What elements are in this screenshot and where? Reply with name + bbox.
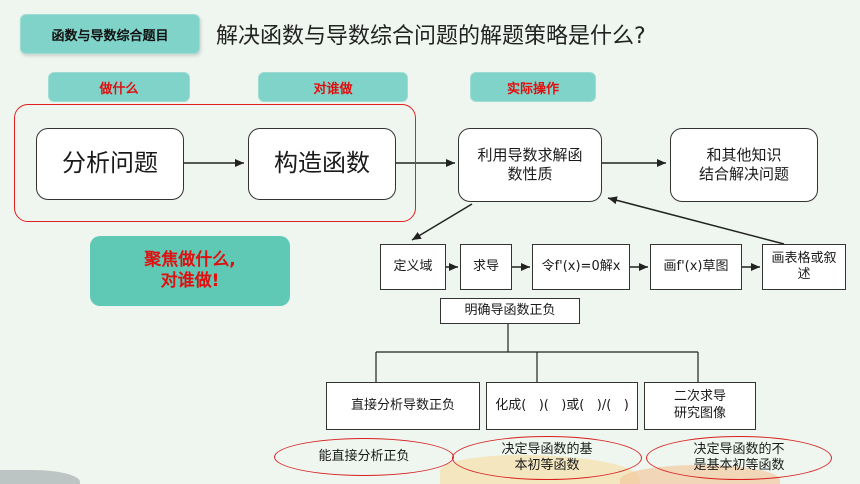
- focus-line1: 聚焦做什么,: [144, 249, 236, 270]
- step-solve: 令f'(x)=0解x: [532, 244, 630, 290]
- note-basic-line2: 本初等函数: [514, 458, 580, 473]
- derivative-property-line2: 数性质: [507, 165, 553, 183]
- page-title: 解决函数与导数综合问题的解题策略是什么?: [216, 24, 646, 49]
- branch-second-line2: 研究图像: [673, 406, 726, 421]
- focus-frame: [14, 104, 416, 222]
- analyze-problem-box: 分析问题: [36, 128, 184, 200]
- note-basic: 决定导函数的基 本初等函数: [452, 436, 642, 480]
- focus-line2: 对谁做!: [160, 271, 220, 291]
- decor-shape: [0, 470, 80, 484]
- sign-box: 明确导函数正负: [440, 298, 580, 324]
- column-tag-what: 做什么: [48, 72, 190, 102]
- note-basic-line1: 决定导函数的基: [501, 442, 593, 458]
- step-table: 画表格或叙 述: [762, 244, 846, 290]
- combine-knowledge-box: 和其他知识 结合解决问题: [670, 128, 818, 202]
- combine-knowledge-line1: 和其他知识: [706, 145, 782, 164]
- note-nonbasic-line2: 是基本初等函数: [693, 458, 785, 473]
- focus-callout: 聚焦做什么, 对谁做!: [90, 236, 290, 306]
- step-sketch: 画f'(x)草图: [650, 244, 742, 290]
- branch-second-line1: 二次求导: [673, 389, 726, 405]
- step-domain: 定义域: [380, 244, 446, 290]
- note-nonbasic-line1: 决定导函数的不: [693, 442, 785, 458]
- step-table-line2: 述: [797, 267, 811, 282]
- branch-transform: 化成( )( )或( )/( ): [486, 382, 638, 430]
- step-table-line1: 画表格或叙: [771, 251, 837, 267]
- column-tag-action: 实际操作: [470, 72, 596, 102]
- derivative-property-line1: 利用导数求解函: [477, 145, 583, 164]
- branch-direct: 直接分析导数正负: [326, 382, 480, 430]
- note-direct: 能直接分析正负: [274, 438, 454, 476]
- topic-tag: 函数与导数综合题目: [20, 14, 200, 54]
- step-derive: 求导: [460, 244, 512, 290]
- combine-knowledge-line2: 结合解决问题: [698, 165, 789, 183]
- column-tag-who: 对谁做: [258, 72, 408, 102]
- derivative-property-box: 利用导数求解函 数性质: [458, 128, 602, 202]
- note-nonbasic: 决定导函数的不 是基本初等函数: [646, 436, 832, 480]
- construct-function-box: 构造函数: [248, 128, 396, 200]
- branch-second-derivative: 二次求导 研究图像: [644, 382, 756, 430]
